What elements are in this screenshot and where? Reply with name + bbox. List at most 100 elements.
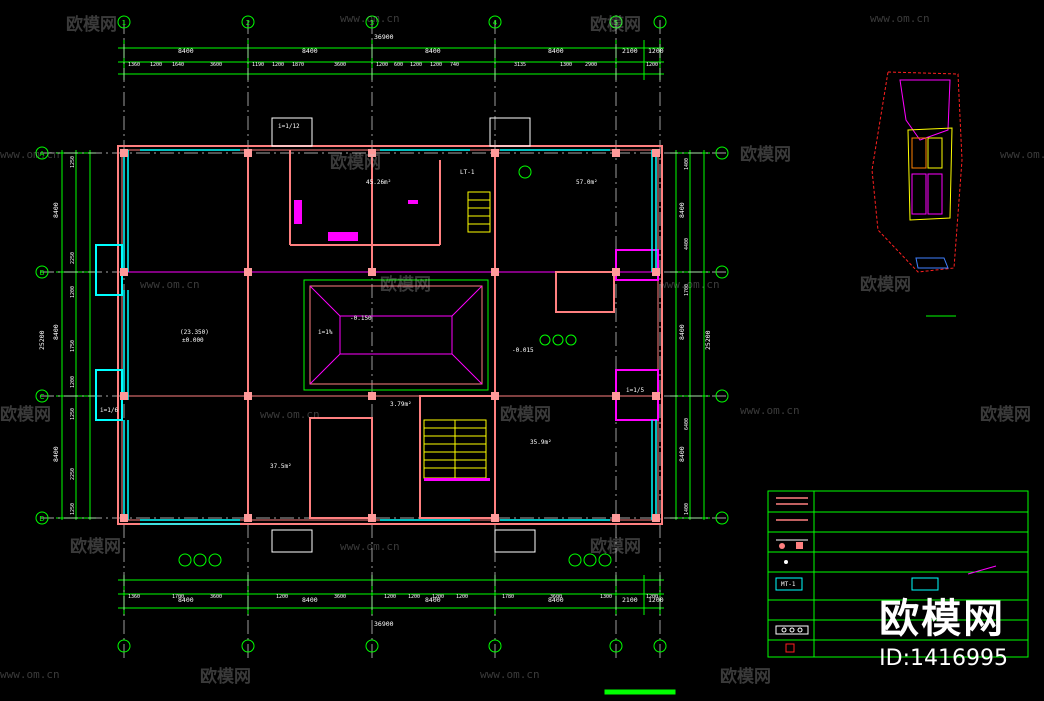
watermark-url-10: www.om.cn xyxy=(0,668,60,681)
svg-text:35.9m²: 35.9m² xyxy=(530,439,552,446)
watermark-brand-7: 欧模网 xyxy=(0,405,51,425)
dimension-detail-left: 1250 2250 1200 1750 1200 1250 2250 1250 … xyxy=(70,156,690,515)
watermark-url-5: www.om.cn xyxy=(140,278,200,291)
dimension-text-left: 8400 8400 8400 25200 8400 8400 8400 2520… xyxy=(38,202,712,462)
bottom-bay-2: 8400 xyxy=(302,596,318,604)
stairs xyxy=(423,191,491,479)
svg-text:1200: 1200 xyxy=(376,62,388,68)
svg-text:B: B xyxy=(40,269,45,277)
svg-text:57.0m²: 57.0m² xyxy=(576,179,598,186)
svg-text:740: 740 xyxy=(450,62,459,68)
brand-name: 欧模网 xyxy=(879,596,1006,642)
svg-text:3.79m²: 3.79m² xyxy=(390,401,412,408)
svg-text:1400: 1400 xyxy=(684,158,690,170)
svg-text:A: A xyxy=(40,150,45,158)
svg-text:1700: 1700 xyxy=(684,284,690,296)
hatch-areas xyxy=(294,200,490,481)
watermark-url-3: www.om.cn xyxy=(0,148,60,161)
bottom-bay-5: 2100 xyxy=(622,596,638,604)
bottom-bay-6: 1200 xyxy=(648,596,664,604)
svg-text:1360: 1360 xyxy=(128,62,140,68)
svg-text:3600: 3600 xyxy=(334,62,346,68)
svg-text:45.26m²: 45.26m² xyxy=(366,179,391,186)
legend-table xyxy=(767,490,1029,658)
svg-text:1700: 1700 xyxy=(172,594,184,600)
svg-text:1640: 1640 xyxy=(172,62,184,68)
svg-text:2250: 2250 xyxy=(70,468,76,480)
svg-text:37.5m²: 37.5m² xyxy=(270,463,292,470)
svg-text:1200: 1200 xyxy=(430,62,442,68)
svg-text:i=1%: i=1% xyxy=(318,329,333,336)
svg-text:1200: 1200 xyxy=(150,62,162,68)
dimension-detail-top: 1360 1200 1640 3600 1190 1200 1870 3600 … xyxy=(128,62,658,68)
watermark-brand-2: 欧模网 xyxy=(590,15,641,35)
svg-text:1360: 1360 xyxy=(128,594,140,600)
svg-text:i=1/5: i=1/5 xyxy=(626,387,644,394)
svg-text:8400: 8400 xyxy=(678,324,686,340)
watermark-brand-6: 欧模网 xyxy=(860,275,911,295)
watermark-url-2: www.om.cn xyxy=(870,12,930,25)
svg-text:3135: 3135 xyxy=(514,62,526,68)
svg-text:3600: 3600 xyxy=(210,62,222,68)
svg-text:8400: 8400 xyxy=(52,324,60,340)
axis-bubbles xyxy=(35,15,729,653)
svg-text:1200: 1200 xyxy=(410,62,422,68)
svg-text:1190: 1190 xyxy=(252,62,264,68)
watermark-brand-1: 欧模网 xyxy=(66,15,117,35)
svg-text:8400: 8400 xyxy=(678,446,686,462)
svg-text:1200: 1200 xyxy=(70,376,76,388)
site-plan-thumbnail xyxy=(871,71,963,317)
watermark-url-1: www.om.cn xyxy=(340,12,400,25)
svg-text:LT-1: LT-1 xyxy=(460,169,475,176)
bottom-bay-3: 8400 xyxy=(425,596,441,604)
columns xyxy=(120,149,660,522)
watermark-url-9: www.om.cn xyxy=(340,540,400,553)
top-bay-5: 2100 xyxy=(622,47,638,55)
watermark-url-7: www.om.cn xyxy=(260,408,320,421)
dimension-text: 8400 8400 8400 8400 2100 1200 36900 8400… xyxy=(178,33,664,628)
svg-text:3: 3 xyxy=(370,19,374,27)
room-labels: 57.0m² 45.26m² 37.5m² (23.350) ±0.000 -0… xyxy=(100,123,796,588)
watermark-url-4: www.om.cn xyxy=(1000,148,1044,161)
svg-text:1200: 1200 xyxy=(646,594,658,600)
watermark-brand-8: 欧模网 xyxy=(500,405,551,425)
svg-text:1200: 1200 xyxy=(70,286,76,298)
watermark-url-11: www.om.cn xyxy=(480,668,540,681)
brand-id: ID:1416995 xyxy=(879,646,1008,671)
entrance-markers xyxy=(178,165,676,695)
svg-text:1200: 1200 xyxy=(384,594,396,600)
bottom-total: 36900 xyxy=(374,620,394,628)
svg-text:1780: 1780 xyxy=(502,594,514,600)
watermark-brand-10: 欧模网 xyxy=(70,537,121,557)
watermark-url-8: www.om.cn xyxy=(740,404,800,417)
watermark-brand-3: 欧模网 xyxy=(330,153,381,173)
watermark-brand-9: 欧模网 xyxy=(980,405,1031,425)
svg-text:8400: 8400 xyxy=(52,446,60,462)
bottom-bay-4: 8400 xyxy=(548,596,564,604)
svg-text:1300: 1300 xyxy=(600,594,612,600)
brand-watermark: 欧模网 ID:1416995 xyxy=(879,586,1008,671)
svg-text:i=1/6: i=1/6 xyxy=(100,407,118,414)
svg-text:i=1/12: i=1/12 xyxy=(278,123,300,130)
svg-text:6400: 6400 xyxy=(684,418,690,430)
watermark-brand-4: 欧模网 xyxy=(740,145,791,165)
top-bay-4: 8400 xyxy=(548,47,564,55)
svg-text:3600: 3600 xyxy=(334,594,346,600)
svg-text:25200: 25200 xyxy=(704,330,712,350)
svg-text:1: 1 xyxy=(122,19,126,27)
watermark-brand-5: 欧模网 xyxy=(380,275,431,295)
svg-text:2900: 2900 xyxy=(585,62,597,68)
svg-text:25200: 25200 xyxy=(38,330,46,350)
svg-text:1200: 1200 xyxy=(272,62,284,68)
atrium xyxy=(303,279,489,391)
svg-text:3600: 3600 xyxy=(210,594,222,600)
svg-text:2250: 2250 xyxy=(70,252,76,264)
svg-text:1750: 1750 xyxy=(70,340,76,352)
svg-text:1250: 1250 xyxy=(70,156,76,168)
svg-text:4: 4 xyxy=(493,19,498,27)
svg-text:(23.350): (23.350) xyxy=(180,329,209,336)
svg-text:D: D xyxy=(39,515,44,523)
svg-text:1250: 1250 xyxy=(70,408,76,420)
top-total: 36900 xyxy=(374,33,394,41)
